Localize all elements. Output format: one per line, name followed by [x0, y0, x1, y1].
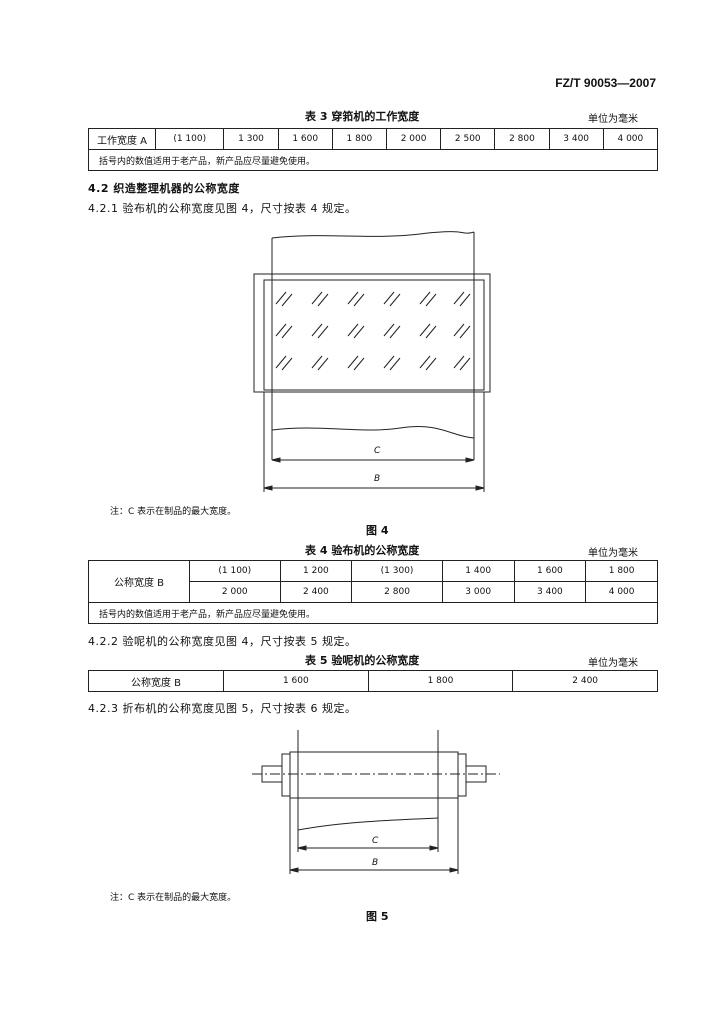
table3-cell: 2 500	[440, 128, 496, 150]
table4-cell: 1 800	[585, 560, 658, 582]
table3-cell: 2 000	[385, 128, 442, 150]
table5-cell: 1 800	[367, 670, 514, 692]
table3-cell: 4 000	[602, 128, 659, 150]
table3-row: 工作宽度 A (1 100) 1 300 1 600 1 800 2 000 2…	[88, 128, 659, 150]
table4-cell: 1 600	[513, 560, 587, 582]
table4-cell: (1 100)	[189, 560, 281, 582]
table3-cell: 2 800	[494, 128, 550, 150]
table3-caption: 表 3 穿筘机的工作宽度	[305, 110, 420, 123]
table3-cell: 1 800	[331, 128, 387, 150]
section-4-2-1: 4.2.1 验布机的公称宽度见图 4，尺寸按表 4 规定。	[88, 202, 357, 215]
table5-unit: 单位为毫米	[588, 658, 638, 669]
table4-cell: 4 000	[585, 581, 658, 603]
table4-row: 2 000 2 400 2 800 3 000 3 400 4 000	[89, 581, 658, 603]
table4-cell: 2 400	[279, 581, 353, 603]
figure5-note: 注：C 表示在制品的最大宽度。	[110, 893, 237, 903]
table4-caption: 表 4 验布机的公称宽度	[305, 544, 420, 557]
table4-unit: 单位为毫米	[588, 548, 638, 559]
table4-note-row: 括号内的数值适用于老产品，新产品应尽量避免使用。	[88, 602, 658, 624]
table3-cell: (1 100)	[154, 128, 225, 150]
figure4-dim-c-label: C	[374, 446, 381, 456]
table4-cell: 3 400	[513, 581, 587, 603]
figure5-dim-b-label: B	[372, 858, 379, 868]
figure4-dim-b-label: B	[374, 474, 381, 484]
table4-note: 括号内的数值适用于老产品，新产品应尽量避免使用。	[88, 602, 658, 624]
section-4-2-3: 4.2.3 折布机的公称宽度见图 5，尺寸按表 6 规定。	[88, 702, 357, 715]
section-4-2-2: 4.2.2 验呢机的公称宽度见图 4，尺寸按表 5 规定。	[88, 635, 357, 648]
table3: 工作宽度 A (1 100) 1 300 1 600 1 800 2 000 2…	[88, 128, 659, 171]
figure5-drawing	[252, 730, 500, 874]
table3-cell: 3 400	[548, 128, 604, 150]
table5-cell: 2 400	[512, 670, 658, 692]
table4-row: 公称宽度 B (1 100) 1 200 (1 300) 1 400 1 600…	[88, 560, 658, 603]
table4-cell: 2 800	[351, 581, 443, 603]
figure5-dim-c-label: C	[372, 836, 379, 846]
table4-cell: 1 200	[279, 560, 353, 582]
table4-cell: 2 000	[189, 581, 281, 603]
table3-note: 括号内的数值适用于老产品，新产品应尽量避免使用。	[88, 149, 658, 171]
table3-cell: 1 600	[277, 128, 333, 150]
figure4-note: 注：C 表示在制品的最大宽度。	[110, 507, 237, 517]
table4-cell: 1 400	[441, 560, 515, 582]
table5-row-label: 公称宽度 B	[88, 670, 224, 692]
glass-hatching	[275, 291, 471, 371]
table5-row: 公称宽度 B 1 600 1 800 2 400	[88, 670, 658, 692]
table3-unit: 单位为毫米	[588, 114, 638, 125]
table3-note-row: 括号内的数值适用于老产品，新产品应尽量避免使用。	[88, 149, 658, 171]
table3-cell: 1 300	[223, 128, 279, 150]
table5-cell: 1 600	[223, 670, 369, 692]
table5: 公称宽度 B 1 600 1 800 2 400	[88, 670, 658, 692]
table5-caption: 表 5 验呢机的公称宽度	[305, 654, 420, 667]
standard-number: FZ/T 90053—2007	[555, 76, 656, 90]
table4: 公称宽度 B (1 100) 1 200 (1 300) 1 400 1 600…	[88, 560, 658, 624]
table4-cell: 3 000	[441, 581, 515, 603]
table4-row-label: 公称宽度 B	[88, 560, 190, 603]
table3-row-label: 工作宽度 A	[88, 128, 156, 150]
section-4-2: 4.2 织造整理机器的公称宽度	[88, 182, 240, 195]
figure4-caption: 图 4	[366, 524, 389, 537]
figure5-caption: 图 5	[366, 910, 389, 923]
table4-cell: (1 300)	[351, 560, 443, 582]
